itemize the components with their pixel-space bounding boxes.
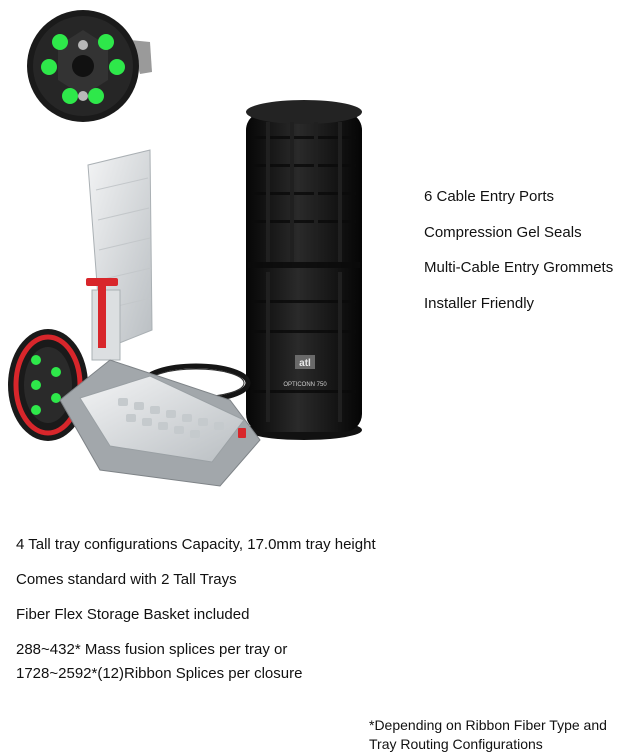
feature-cable-entry-ports: 6 Cable Entry Ports [424, 188, 555, 205]
capacity-line-2: 1728~2592*(12)Ribbon Splices per closure [16, 665, 303, 682]
model-text: OPTICONN 750 [283, 382, 327, 388]
capacity-line-1: 288~432* Mass fusion splices per tray or [16, 641, 288, 658]
footnote: *Depending on Ribbon Fiber Type and Tray… [369, 716, 607, 754]
feature-splice-capacity: 288~432* Mass fusion splices per tray or… [16, 638, 376, 686]
tray-handle [86, 278, 118, 348]
feature-tray-configurations: 4 Tall tray configurations Capacity, 17.… [16, 536, 376, 553]
footnote-line-2: Tray Routing Configurations [369, 736, 543, 752]
feature-storage-basket: Fiber Flex Storage Basket included [16, 606, 250, 623]
splice-tray-raised [87, 149, 153, 361]
entry-port-markers [41, 34, 125, 104]
closure-dome: atl OPTICONN 750 [246, 100, 362, 440]
feature-installer-friendly: Installer Friendly [424, 294, 535, 312]
product-image: atl OPTICONN 750 [8, 10, 362, 487]
feature-entry-grommets: Multi-Cable Entry Grommets [424, 259, 614, 276]
footnote-line-1: *Depending on Ribbon Fiber Type and [369, 717, 607, 733]
feature-gel-seals: Compression Gel Seals [424, 223, 582, 241]
brand-logo [295, 355, 315, 369]
features-list-right: 6 Cable Entry Ports Compression Gel Seal… [424, 188, 613, 330]
features-list-bottom: 4 Tall tray configurations Capacity, 17.… [16, 536, 376, 703]
end-cap-top-view [27, 10, 152, 122]
feature-standard-trays: Comes standard with 2 Tall Trays [16, 571, 237, 588]
base-plate [59, 359, 261, 487]
brand-logo-text: atl [299, 358, 311, 369]
